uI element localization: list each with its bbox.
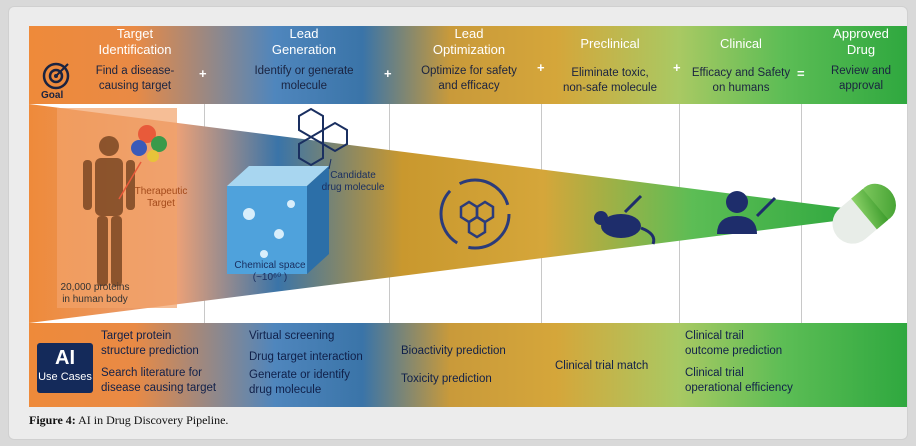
goal-label: Goal: [41, 90, 64, 101]
figure-caption: Figure 4: AI in Drug Discovery Pipeline.: [29, 413, 228, 428]
human-body-icon: [83, 136, 135, 286]
use-case-item: Search literature for disease causing ta…: [101, 367, 217, 394]
use-case-item: Bioactivity prediction: [401, 345, 506, 357]
human-body-label: 20,000 proteins in human body: [60, 282, 130, 305]
use-case-item: Target protein structure prediction: [101, 330, 199, 357]
stage-lead-optimization: Lead Optimization Optimize for safety an…: [399, 26, 539, 94]
pill-icon: [832, 183, 896, 244]
use-cases-band: [29, 323, 907, 407]
use-case-item: Clinical trial match: [555, 360, 649, 372]
stage-title: Approved Drug: [833, 26, 889, 57]
stage-title: Lead Generation: [271, 26, 337, 57]
use-case-item: Toxicity prediction: [401, 373, 492, 385]
target-goal-icon: [42, 62, 70, 90]
stage-description: Optimize for safety and efficacy: [421, 65, 517, 92]
plus-operator: +: [199, 66, 207, 81]
ai-use-cases-badge: AI Use Cases: [37, 343, 93, 393]
use-case-item: Clinical trial operational efficiency: [685, 367, 793, 394]
candidate-molecule-label: Candidate drug molecule: [321, 170, 385, 193]
figure-frame: 20,000 proteins in human body Therapeuti…: [8, 6, 908, 440]
ai-badge-subtitle: Use Cases: [38, 371, 92, 383]
stage-target-identification: Target Identification Find a disease- ca…: [71, 26, 199, 94]
stage-preclinical: Preclinical Eliminate toxic, non-safe mo…: [541, 36, 679, 96]
pipeline-figure: 20,000 proteins in human body Therapeuti…: [29, 26, 907, 407]
use-case-item: Virtual screening: [249, 330, 335, 342]
stage-title: Preclinical: [580, 36, 640, 51]
use-case-item: Drug target interaction: [249, 351, 363, 363]
optimization-cycle-icon: [439, 178, 511, 250]
stage-header-band: [29, 26, 907, 104]
patient-icon: [717, 191, 777, 234]
use-case-item: Generate or identify drug molecule: [249, 369, 351, 396]
stage-description: Identify or generate molecule: [254, 65, 354, 92]
caption-text: AI in Drug Discovery Pipeline.: [75, 413, 229, 427]
plus-operator: +: [673, 60, 681, 75]
funnel-graphic: [29, 104, 896, 323]
stage-description: Review and approval: [830, 65, 892, 92]
candidate-molecule-icon: [298, 107, 348, 167]
stage-title: Lead Optimization: [432, 26, 506, 57]
chemical-space-label: Chemical space (~10⁶⁰ ): [234, 260, 306, 283]
stage-title: Clinical: [720, 36, 762, 51]
use-case-item: Clinical trail outcome prediction: [685, 330, 783, 357]
lab-animal-icon: [594, 194, 656, 245]
protein-structure-icon: [131, 125, 167, 162]
ai-badge-title: AI: [55, 347, 75, 369]
stage-approved-drug: Approved Drug Review and approval: [815, 26, 907, 94]
stage-description: Eliminate toxic, non-safe molecule: [563, 67, 657, 94]
chemical-space-cube-icon: [227, 166, 329, 274]
equals-operator: =: [797, 66, 805, 81]
stage-clinical: Clinical Efficacy and Safety on humans: [681, 36, 801, 96]
stage-description: Find a disease- causing target: [95, 65, 175, 92]
caption-label: Figure 4:: [29, 413, 76, 427]
stage-description: Efficacy and Safety on humans: [691, 67, 791, 94]
therapeutic-target-label: Therapeutic Target: [134, 186, 188, 209]
plus-operator: +: [537, 60, 545, 75]
stage-title: Target Identification: [98, 26, 172, 57]
plus-operator: +: [384, 66, 392, 81]
stage-lead-generation: Lead Generation Identify or generate mol…: [229, 26, 379, 94]
